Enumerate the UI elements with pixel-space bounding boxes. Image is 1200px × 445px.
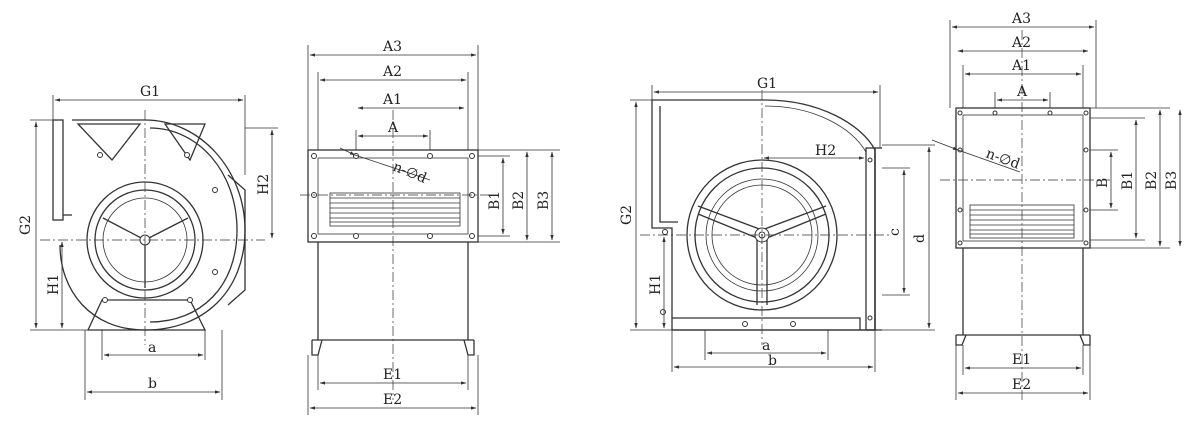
label-c: c [887,228,903,236]
label-e2: E2 [383,392,402,408]
label-g2-2: G2 [619,205,635,225]
label-b-2: B [1095,178,1111,188]
label-a2: A2 [382,64,402,80]
label-a-2: A [1016,84,1028,100]
label-a1: A1 [382,92,402,108]
view-2-side: A3 A2 A1 A n-∅d B1 B2 B3 E1 E2 [300,39,560,415]
grille-lines [330,197,460,223]
label-b2-2: B2 [1144,171,1160,190]
label-a3-2: A3 [1011,11,1031,27]
label-h1-2: H1 [648,274,664,295]
label-e2-2: E2 [1012,377,1031,393]
label-b3-2: B3 [1164,171,1180,190]
label-a1-2: A1 [1011,58,1031,74]
label-g1: G1 [140,84,160,100]
label-b1-2: B1 [1120,171,1136,190]
label-b-small-2: b [768,353,777,369]
label-e1: E1 [383,367,402,383]
label-nd: n-∅d [391,159,429,187]
label-b3: B3 [536,191,552,210]
label-b1: B1 [487,191,503,210]
label-g2: G2 [18,215,34,235]
label-a-small-2: a [762,338,770,354]
label-b2: B2 [511,191,527,210]
label-e1-2: E1 [1012,352,1031,368]
label-a3: A3 [382,39,402,55]
label-a2-2: A2 [1011,35,1031,51]
label-b-small: b [148,376,157,392]
label-g1-2: G1 [757,76,777,92]
label-a: A [387,120,399,136]
label-a-small: a [148,340,156,356]
label-h2: H2 [256,174,272,195]
label-nd-2: n-∅d [984,146,1022,173]
label-h1: H1 [46,274,62,295]
view-1-front: G1 G2 H1 H2 a b [18,84,278,400]
label-d: d [912,234,928,243]
view-4-side: A3 A2 A1 A n-∅d B B1 B2 B3 E1 E2 [931,11,1182,400]
label-h2-2: H2 [815,143,836,159]
view-3-front: G1 G2 H1 H2 c d a b [619,76,935,372]
